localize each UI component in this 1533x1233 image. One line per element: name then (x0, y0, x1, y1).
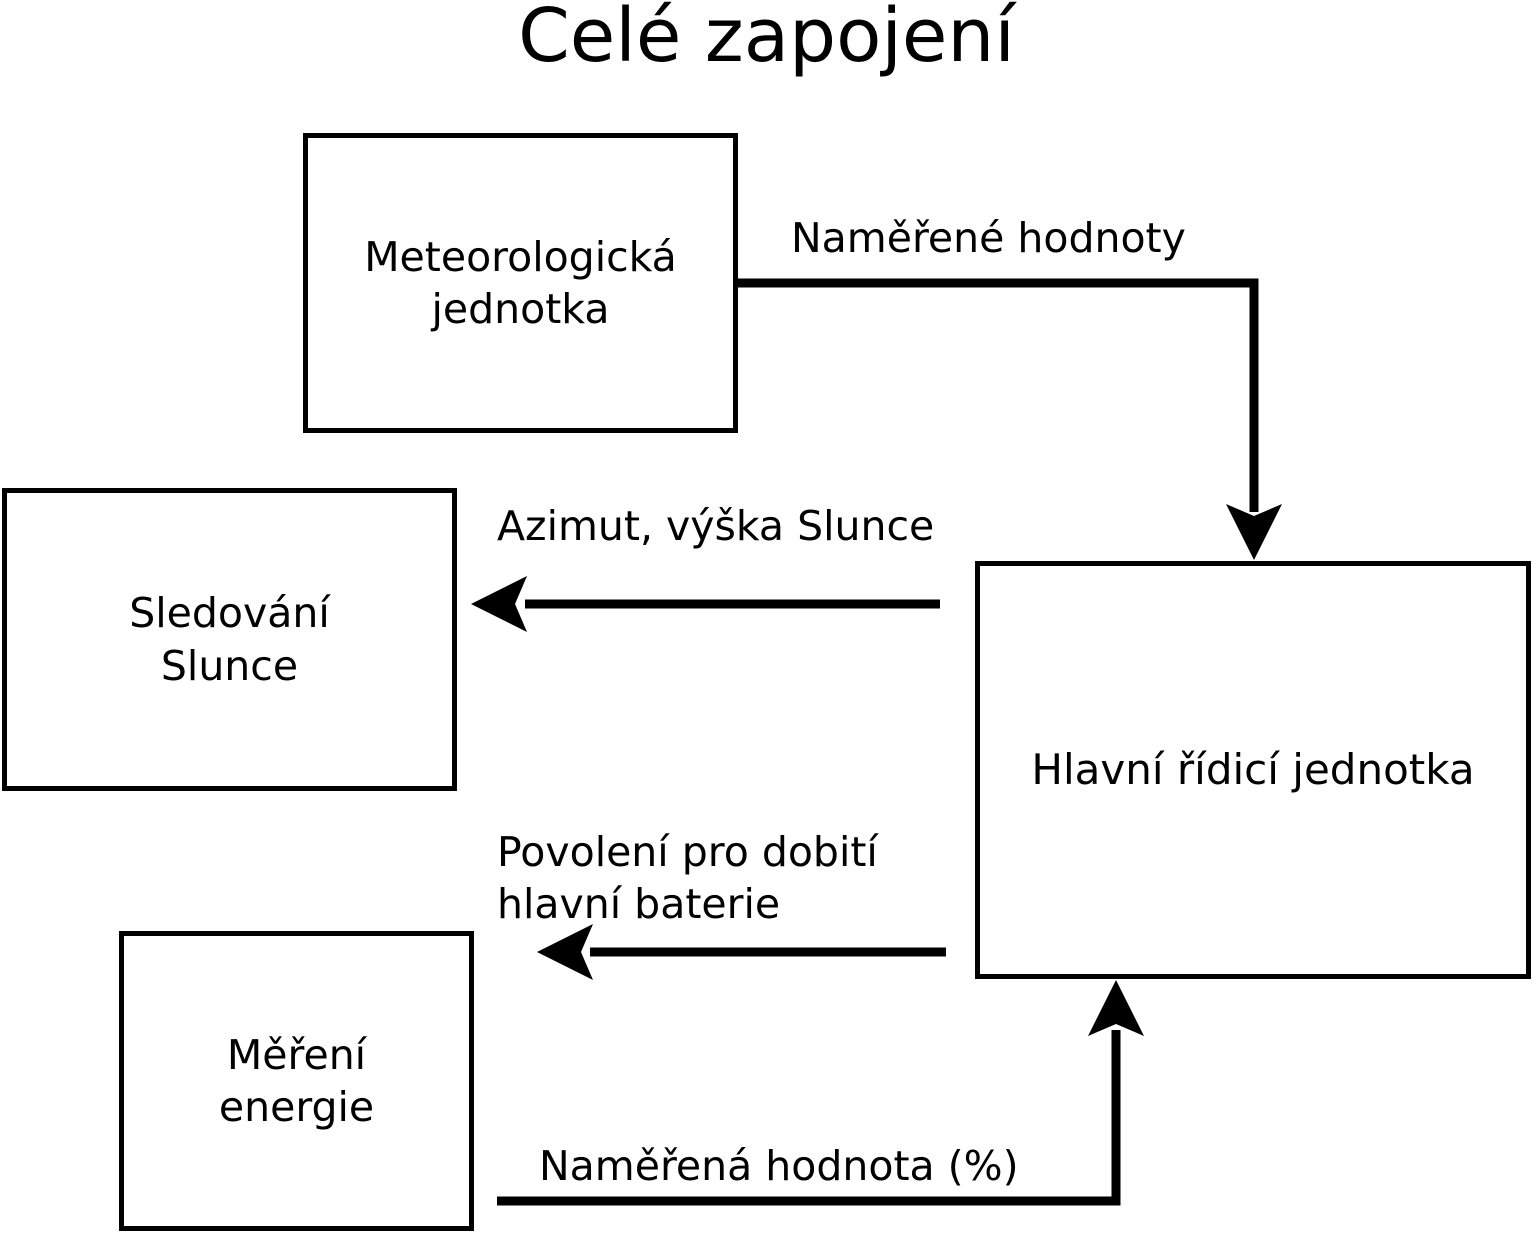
node-label: Hlavní řídicí jednotka (1031, 745, 1475, 795)
edge-permission (537, 924, 946, 980)
node-hlavni-ridici-jednotka[interactable]: Hlavní řídicí jednotka (975, 561, 1531, 979)
edge-label-permission: Povolení pro dobití hlavní baterie (497, 828, 878, 929)
edge-label-measured-values: Naměřené hodnoty (791, 214, 1186, 262)
edge-azimuth (471, 576, 940, 632)
edge-label-azimuth: Azimut, výška Slunce (497, 502, 935, 550)
arrow-head-down-icon (1226, 504, 1282, 560)
node-mereni-energie[interactable]: Měření energie (119, 931, 474, 1231)
node-label: Sledování Slunce (129, 589, 330, 690)
node-meteorologicka-jednotka[interactable]: Meteorologická jednotka (303, 133, 738, 433)
page-title: Celé zapojení (518, 0, 1015, 79)
node-sledovani-slunce[interactable]: Sledování Slunce (2, 488, 457, 791)
arrow-head-left-azimuth-icon (471, 576, 527, 632)
edge-label-measured-pct: Naměřená hodnota (%) (539, 1142, 1019, 1190)
node-label: Meteorologická jednotka (364, 232, 677, 333)
node-label: Měření energie (218, 1030, 375, 1131)
arrow-head-up-icon (1088, 980, 1144, 1036)
arrow-head-left-permission-icon (537, 924, 593, 980)
